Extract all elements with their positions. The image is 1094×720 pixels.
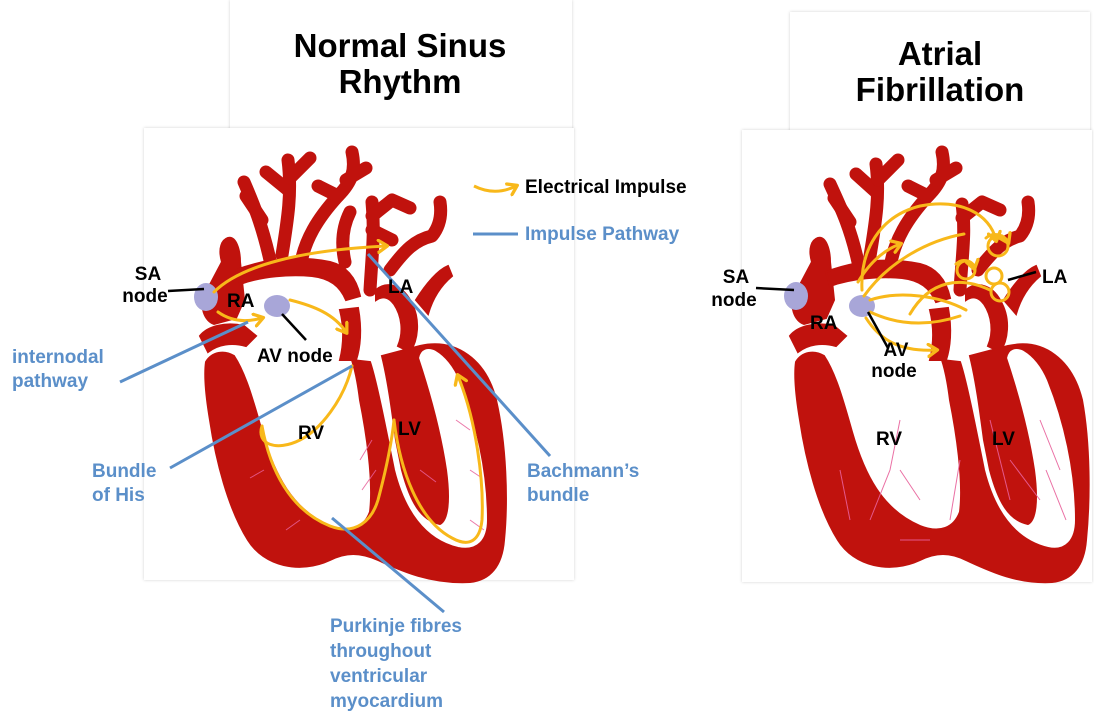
right-title-line2: Fibrillation (800, 70, 1080, 110)
right-title-line1: Atrial (800, 34, 1080, 74)
right-heart (790, 152, 1089, 582)
left-av-node-shape (264, 295, 290, 317)
left-title-line2: Rhythm (240, 62, 560, 102)
right-rv-label: RV (876, 428, 902, 451)
left-sa-node-label-1: SA (128, 263, 168, 286)
legend-graphics (473, 186, 518, 234)
right-ra-label: RA (810, 312, 837, 335)
legend-impulse-pathway: Impulse Pathway (525, 223, 679, 246)
left-la-label: LA (388, 276, 413, 299)
right-sa-node-label-2: node (708, 289, 760, 312)
purkinje-label-4: myocardium (330, 690, 443, 713)
left-lv-label: LV (398, 418, 421, 441)
left-rv-label: RV (298, 422, 324, 445)
left-av-node-label: AV node (257, 345, 333, 368)
purkinje-label-1: Purkinje fibres (330, 615, 462, 638)
right-la-label: LA (1042, 266, 1067, 289)
bachmanns-bundle-label-2: bundle (527, 484, 589, 507)
left-ra-label: RA (227, 290, 254, 313)
bundle-of-his-label-2: of His (92, 484, 145, 507)
bachmanns-bundle-label-1: Bachmann’s (527, 460, 639, 483)
internodal-label-2: pathway (12, 370, 88, 393)
right-av-node-label-2: node (866, 360, 922, 383)
right-lv-label: LV (992, 428, 1015, 451)
right-sa-node-shape (784, 282, 808, 310)
purkinje-label-3: ventricular (330, 665, 427, 688)
bundle-of-his-label-1: Bundle (92, 460, 156, 483)
left-sa-node-shape (194, 283, 218, 311)
internodal-label-1: internodal (12, 346, 104, 369)
purkinje-label-2: throughout (330, 640, 431, 663)
right-av-node-label-1: AV (872, 339, 920, 362)
left-title-line1: Normal Sinus (240, 26, 560, 66)
right-sa-node-label-1: SA (716, 266, 756, 289)
left-sa-node-label-2: node (120, 285, 170, 308)
legend-electrical-impulse: Electrical Impulse (525, 176, 687, 199)
